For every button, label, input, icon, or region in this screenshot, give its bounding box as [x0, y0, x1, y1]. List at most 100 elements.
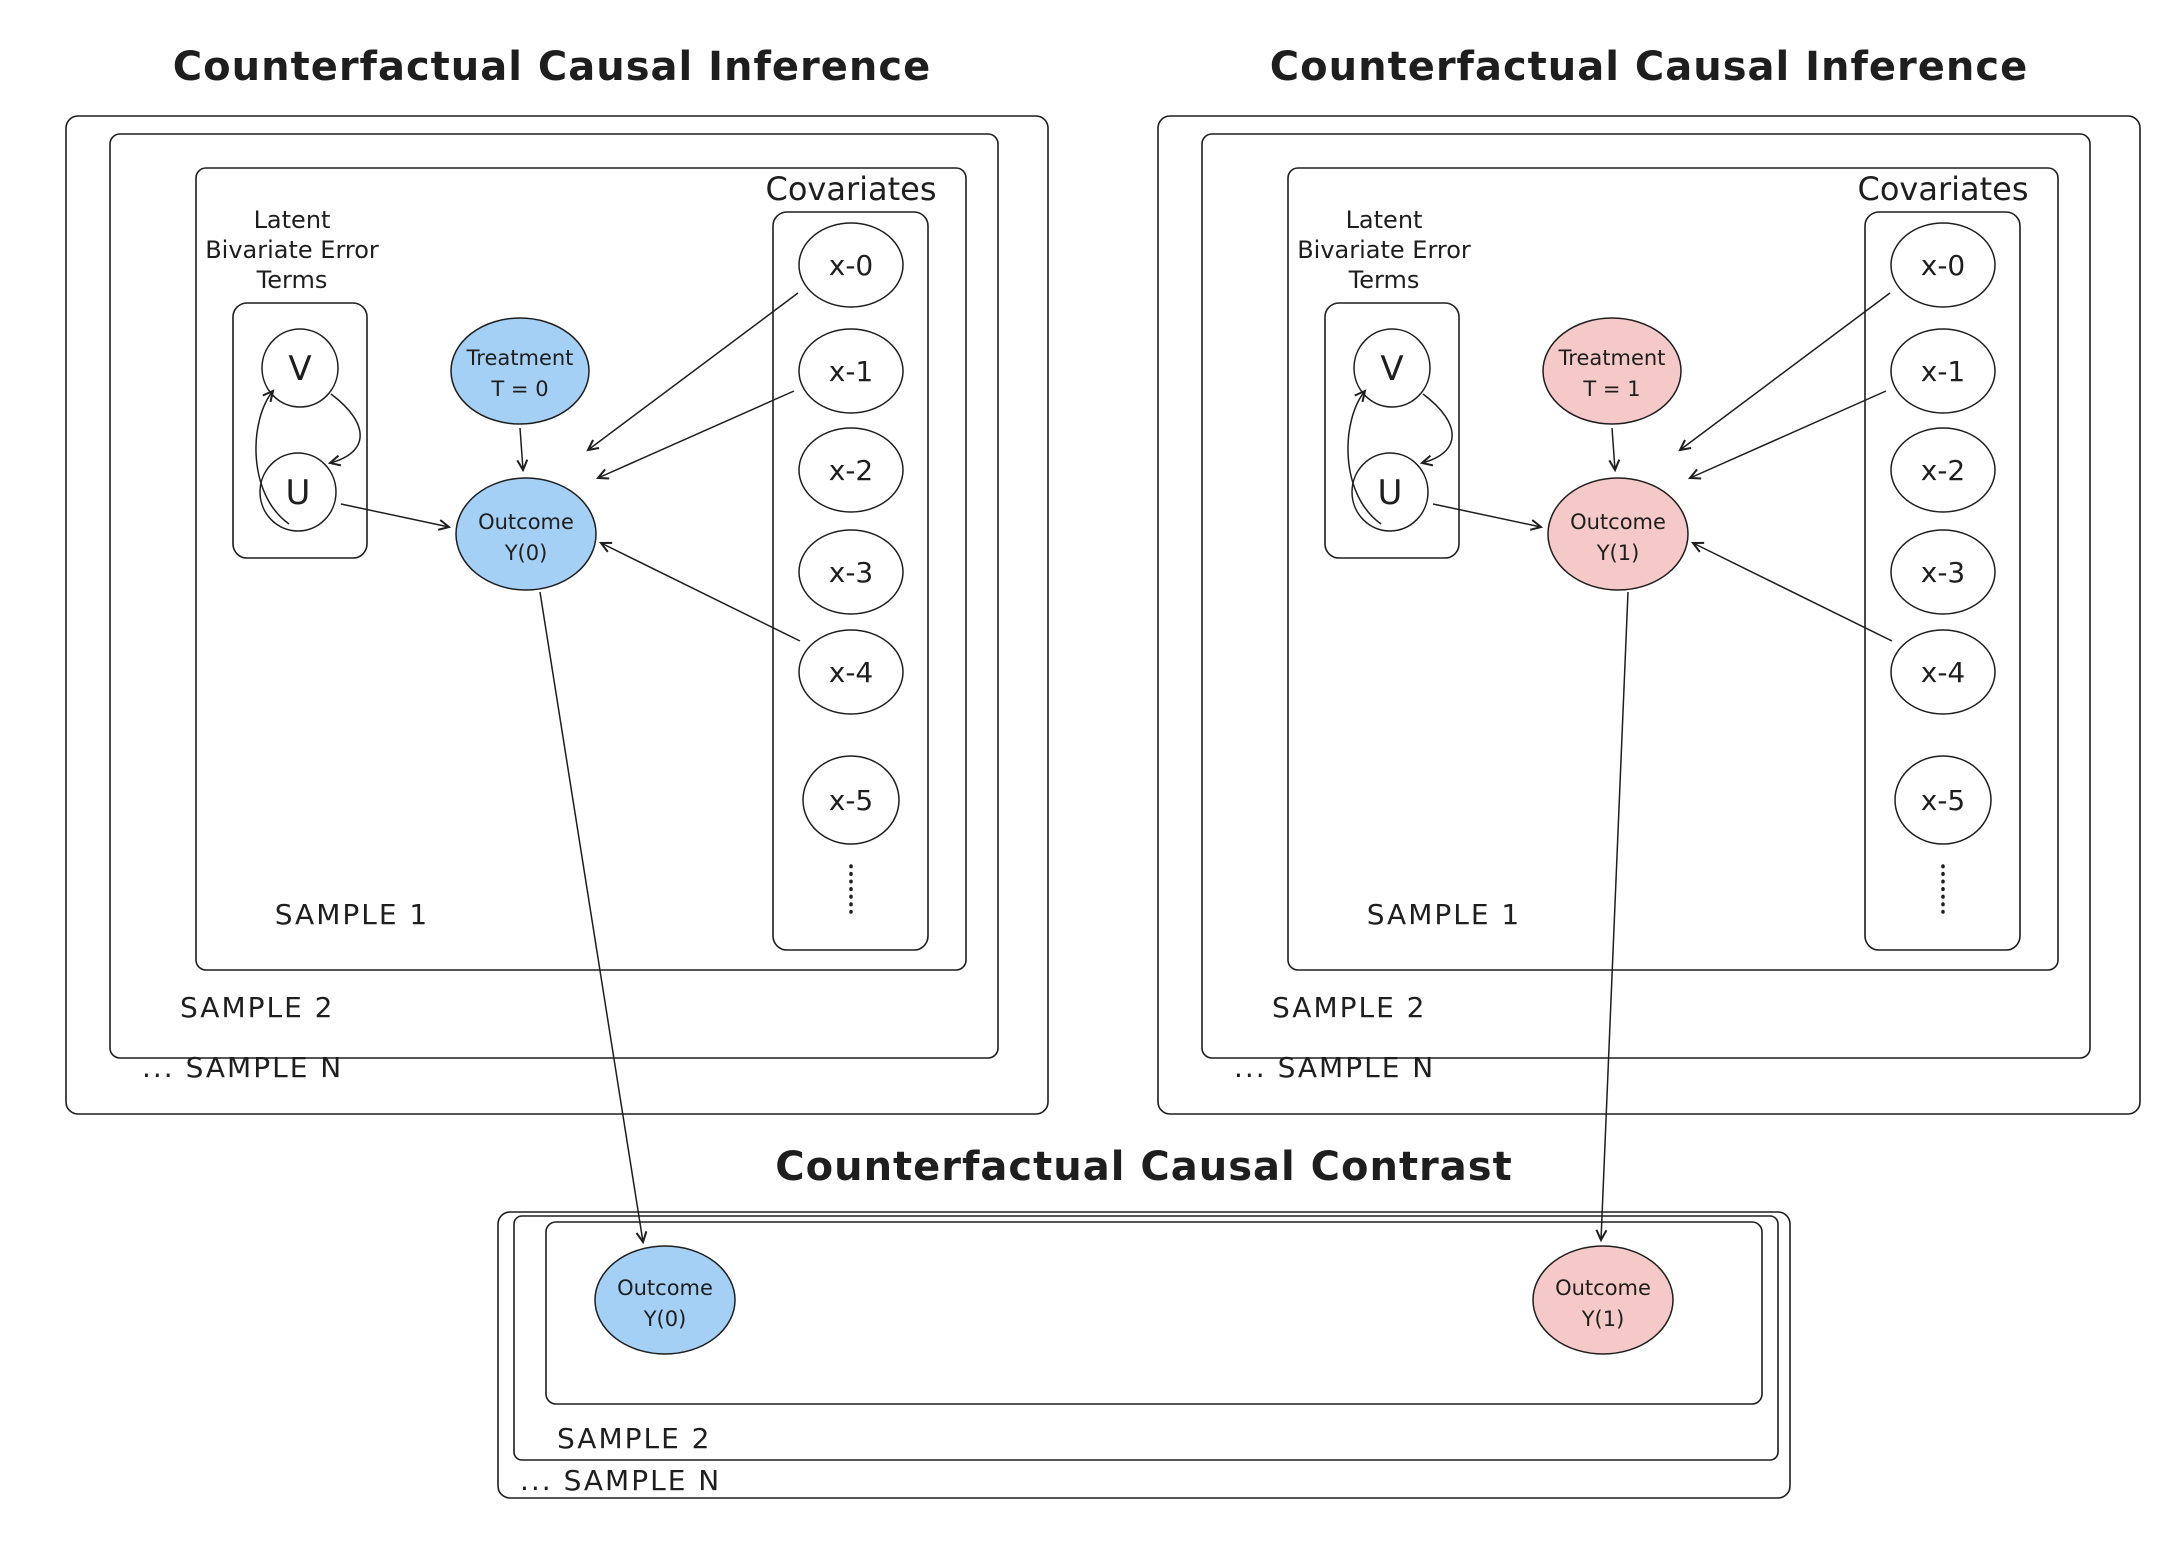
left-v-to-u-arrow: [327, 393, 361, 467]
left-outcome-node: [455, 477, 597, 591]
left-sample-1-box: [195, 167, 967, 971]
right-v-label: V: [1380, 349, 1403, 389]
contrast-sample-1-box: [545, 1221, 1763, 1405]
right-covariates-box: [1864, 211, 2021, 951]
left-outcome-label-line2: Y(0): [504, 541, 548, 565]
right-outcome-node: [1547, 477, 1689, 591]
right-panel-title: Counterfactual Causal Inference: [1270, 44, 2028, 90]
covariate-node: [798, 529, 904, 615]
left-treatment-label-line1: Treatment: [466, 346, 574, 370]
left-latent-label-line3: Terms: [256, 266, 328, 294]
right-sample-2-label: SAMPLE 2: [1272, 991, 1427, 1024]
covariate-label: x-5: [1921, 784, 1966, 817]
contrast-outcome-treated-line1: Outcome: [1555, 1276, 1651, 1300]
right-u-node: [1351, 452, 1429, 532]
covariate-node: [798, 222, 904, 308]
covariate-node: [798, 629, 904, 715]
covariate-label: x-4: [829, 656, 874, 689]
covariate-label: x-3: [829, 556, 874, 589]
contrast-sample-2-label: SAMPLE 2: [557, 1422, 712, 1455]
right-outcome-label-line1: Outcome: [1570, 510, 1666, 534]
right-outcome-label-line2: Y(1): [1596, 541, 1640, 565]
left-v-node: [261, 328, 339, 408]
covariate-node: [1894, 755, 1992, 845]
right-treatment-to-outcome-arrow: [1608, 427, 1621, 473]
right-sample-2-box: [1201, 133, 2091, 1059]
contrast-outcome-control-line2: Y(0): [643, 1307, 687, 1331]
left-outcome-label-line1: Outcome: [478, 510, 574, 534]
left-u-to-outcome-arrow: [340, 503, 452, 531]
right-treatment-label-line1: Treatment: [1558, 346, 1666, 370]
covariate-label: x-3: [1921, 556, 1966, 589]
right-outcome-to-contrast-arrow: [1595, 591, 1629, 1243]
left-error-terms-box: [232, 302, 368, 559]
covariate-node: [1890, 529, 1996, 615]
right-x4-to-outcome-arrow: [1690, 541, 1893, 642]
left-sample-2-box: [109, 133, 999, 1059]
left-sample-n-label: ... SAMPLE N: [142, 1051, 343, 1084]
covariate-label: x-2: [829, 454, 874, 487]
left-treatment-label-line2: T = 0: [490, 377, 548, 401]
left-latent-label-line2: Bivariate Error: [205, 236, 379, 264]
contrast-outcome-control-node: [594, 1245, 736, 1355]
right-latent-label-line1: Latent: [1346, 206, 1423, 234]
left-treatment-to-outcome-arrow: [516, 427, 529, 473]
right-latent-label-line3: Terms: [1348, 266, 1420, 294]
contrast-outcome-treated-node: [1532, 1245, 1674, 1355]
left-u-to-v-arrow: [255, 389, 290, 525]
left-u-node: [259, 452, 337, 532]
covariate-label: x-4: [1921, 656, 1966, 689]
right-sample-n-box: [1157, 115, 2141, 1115]
contrast-sample-2-box: [513, 1215, 1779, 1461]
right-u-to-v-arrow: [1347, 389, 1382, 525]
left-latent-label-line1: Latent: [254, 206, 331, 234]
contrast-outcome-control-line1: Outcome: [617, 1276, 713, 1300]
covariate-label: x-0: [829, 249, 874, 282]
left-x4-to-outcome-arrow: [598, 541, 801, 642]
right-treatment-label-line2: T = 1: [1582, 377, 1640, 401]
right-sample-1-box: [1287, 167, 2059, 971]
covariate-node: [798, 328, 904, 414]
left-u-label: U: [286, 473, 311, 513]
covariate-label: x-5: [829, 784, 874, 817]
right-sample-1-label: SAMPLE 1: [1367, 898, 1522, 931]
right-x1-to-outcome-arrow: [1687, 390, 1887, 480]
left-panel-title: Counterfactual Causal Inference: [173, 44, 931, 90]
left-treatment-node: [450, 317, 590, 425]
left-covariates-title: Covariates: [765, 170, 936, 208]
right-v-to-u-arrow: [1419, 393, 1453, 467]
right-sample-n-label: ... SAMPLE N: [1234, 1051, 1435, 1084]
right-latent-label-line2: Bivariate Error: [1297, 236, 1471, 264]
left-covariates-box: [772, 211, 929, 951]
covariate-label: x-0: [1921, 249, 1966, 282]
right-x0-to-outcome-arrow: [1678, 292, 1891, 452]
contrast-panel-title: Counterfactual Causal Contrast: [775, 1144, 1512, 1190]
contrast-outcome-treated-line2: Y(1): [1581, 1307, 1625, 1331]
right-v-node: [1353, 328, 1431, 408]
covariate-node: [798, 427, 904, 513]
right-error-terms-box: [1324, 302, 1460, 559]
covariate-label: x-1: [1921, 355, 1966, 388]
left-x0-to-outcome-arrow: [586, 292, 799, 452]
left-panel: Counterfactual Causal Inference Latent B…: [65, 44, 1049, 1115]
right-u-label: U: [1378, 473, 1403, 513]
contrast-panel: Counterfactual Causal Contrast Outcome Y…: [497, 1144, 1791, 1499]
covariate-label: x-2: [1921, 454, 1966, 487]
covariate-node: [1890, 629, 1996, 715]
covariate-node: [1890, 328, 1996, 414]
contrast-sample-n-label: ... SAMPLE N: [520, 1464, 721, 1497]
right-treatment-node: [1542, 317, 1682, 425]
left-sample-n-box: [65, 115, 1049, 1115]
right-u-to-outcome-arrow: [1432, 503, 1544, 531]
left-sample-2-label: SAMPLE 2: [180, 991, 335, 1024]
covariate-label: x-1: [829, 355, 874, 388]
covariate-node: [1890, 222, 1996, 308]
right-panel: Counterfactual Causal Inference Latent B…: [1157, 44, 2141, 1115]
left-sample-1-label: SAMPLE 1: [275, 898, 430, 931]
left-outcome-to-contrast-arrow: [539, 591, 648, 1245]
covariate-node: [802, 755, 900, 845]
left-x1-to-outcome-arrow: [595, 390, 795, 480]
covariate-node: [1890, 427, 1996, 513]
